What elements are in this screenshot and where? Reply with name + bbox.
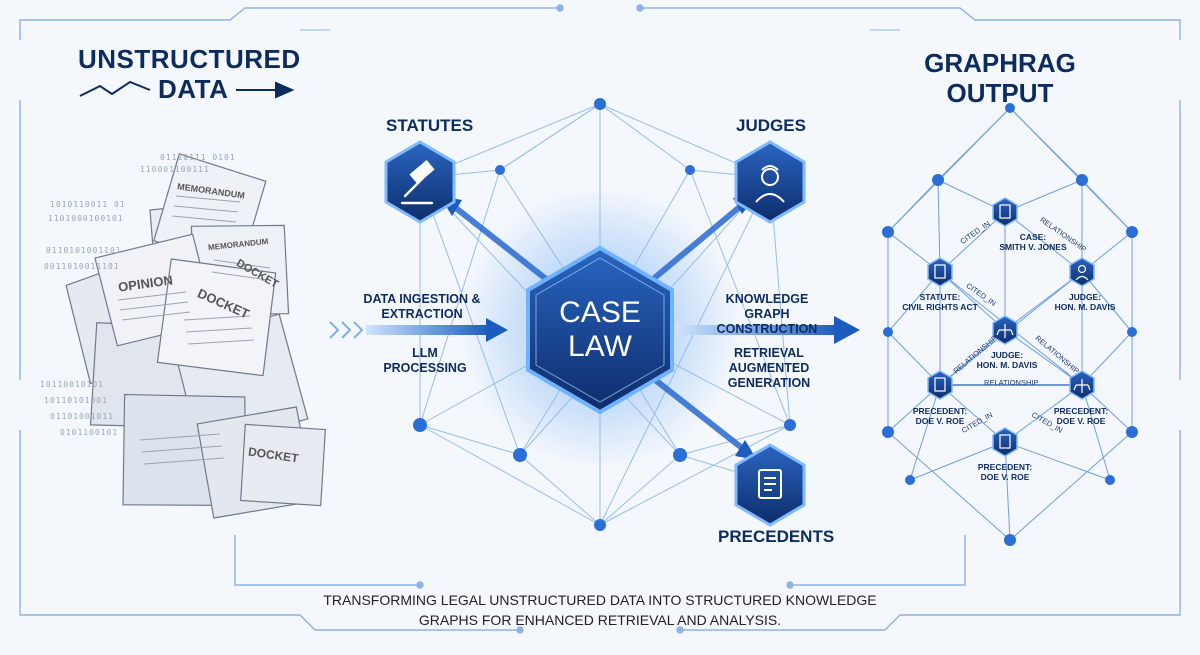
node-statute: STATUTE: CIVIL RIGHTS ACT — [895, 292, 985, 312]
hub-beams — [449, 202, 745, 451]
gavel-icon — [400, 160, 435, 205]
judges-label: JUDGES — [736, 116, 806, 135]
judge-icon — [755, 165, 785, 203]
binary-row: 1010110011 01 — [50, 200, 126, 209]
case-law-label: CASE LAW — [540, 296, 660, 364]
node-judge-type: JUDGE: — [990, 350, 1024, 360]
binary-row: 110001100111 — [140, 165, 210, 174]
binary-row: 01101001011 — [50, 412, 114, 421]
node-precedent-name: DOE V. ROE — [980, 472, 1030, 482]
node-judge-type: JUDGE: — [1068, 292, 1102, 302]
node-precedent-right: PRECEDENT: DOE V. ROE — [1036, 406, 1126, 426]
node-case-name: SMITH V. JONES — [999, 242, 1067, 252]
node-precedent-type: PRECEDENT: — [977, 462, 1033, 472]
graph-small-nodes — [882, 103, 1138, 546]
knowledge-graph-label: KNOWLEDGE GRAPH CONSTRUCTION — [716, 292, 818, 336]
node-precedent-type: PRECEDENT: — [1053, 406, 1109, 416]
document-lines — [117, 195, 271, 465]
title-line1: GRAPHRAG — [924, 48, 1076, 78]
data-ingestion-label: DATA INGESTION & EXTRACTION — [363, 292, 481, 321]
node-judge-name: HON. M. DAVIS — [976, 360, 1038, 370]
right-flow-arrow — [676, 316, 860, 344]
title-line1: UNSTRUCTURED — [78, 44, 301, 74]
title-arrow — [79, 80, 295, 99]
left-flow-arrow — [329, 318, 508, 342]
node-precedent-left: PRECEDENT: DOE V. ROE — [895, 406, 985, 426]
node-judge-name: HON. M. DAVIS — [1054, 302, 1116, 312]
llm-processing-label: LLM PROCESSING — [383, 346, 467, 375]
rag-label: RETRIEVAL AUGMENTED GENERATION — [727, 346, 811, 390]
statutes-label: STATUTES — [386, 116, 474, 135]
node-precedent-name: DOE V. ROE — [1056, 416, 1106, 426]
case-law-line2: LAW — [568, 330, 632, 363]
graphrag-output-title: GRAPHRAG OUTPUT — [900, 48, 1100, 108]
node-case-type: CASE: — [1019, 232, 1047, 242]
unstructured-data-title: UNSTRUCTURED DATA — [78, 44, 301, 104]
binary-row: 10110010101 — [40, 380, 104, 389]
precedents-label: PRECEDENTS — [718, 527, 835, 546]
scroll-icon — [758, 469, 782, 499]
node-statute-type: STATUTE: — [919, 292, 961, 302]
node-precedent-name: DOE V. ROE — [915, 416, 965, 426]
node-judge-right: JUDGE: HON. M. DAVIS — [1040, 292, 1130, 312]
binary-row: 0110101001101 — [46, 246, 122, 255]
caption-line2: GRAPHS FOR ENHANCED RETRIEVAL AND ANALYS… — [418, 612, 782, 628]
circuit-frame — [19, 4, 1181, 634]
center-network-nodes — [413, 98, 796, 531]
title-line2: DATA — [158, 74, 229, 104]
node-judge-center: JUDGE: HON. M. DAVIS — [962, 350, 1052, 370]
binary-row: 10110101001 — [44, 396, 108, 405]
title-line2: OUTPUT — [946, 78, 1054, 108]
node-precedent-bottom: PRECEDENT: DOE V. ROE — [960, 462, 1050, 482]
binary-row: 0011010011101 — [44, 262, 120, 271]
caption-line1: TRANSFORMING LEGAL UNSTRUCTURED DATA INT… — [323, 592, 877, 608]
binary-row: 1101000100101 — [48, 214, 124, 223]
judges-node — [734, 140, 806, 224]
case-law-hub — [526, 245, 674, 415]
node-precedent-type: PRECEDENT: — [912, 406, 968, 416]
document-pile — [65, 153, 326, 519]
node-statute-name: CIVIL RIGHTS ACT — [902, 302, 978, 312]
edge-label: RELATIONSHIP — [984, 378, 1039, 387]
case-law-line1: CASE — [559, 296, 641, 329]
binary-row: 0101100101 — [60, 428, 119, 437]
graph-node-glyphs — [934, 204, 1091, 449]
diagram-caption: TRANSFORMING LEGAL UNSTRUCTURED DATA INT… — [300, 590, 900, 630]
node-case: CASE: SMITH V. JONES — [988, 232, 1078, 252]
binary-row: 01110111 0101 — [160, 153, 236, 162]
